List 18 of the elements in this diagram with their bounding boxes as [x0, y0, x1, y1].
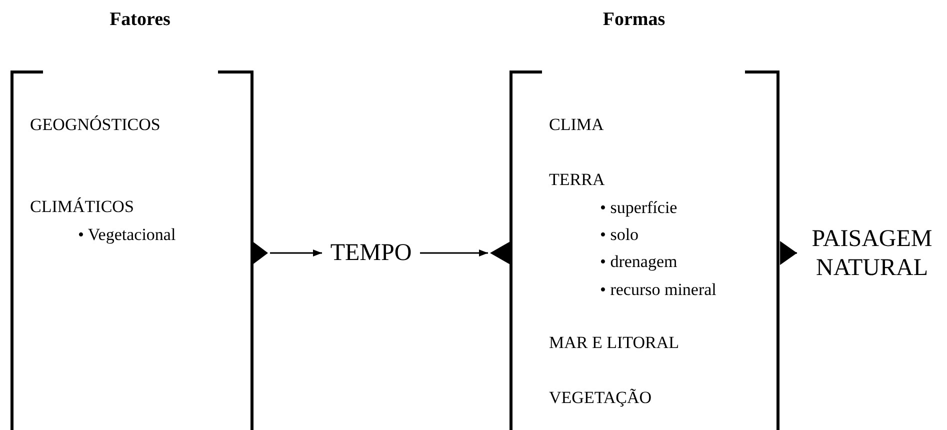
- arrow: [420, 250, 488, 256]
- stage-label: PAISAGEM NATURAL: [797, 224, 947, 284]
- list-item: • recurso mineral: [600, 279, 716, 301]
- list-item: MAR E LITORAL: [549, 332, 680, 354]
- arrow: [270, 250, 322, 256]
- list-item: TERRA: [549, 169, 605, 191]
- list-item: • solo: [600, 224, 639, 246]
- list-item: CLIMA: [549, 114, 604, 136]
- list-item: VEGETAÇÃO: [549, 387, 652, 409]
- list-item: CLIMÁTICOS: [30, 196, 134, 218]
- list-item: • Vegetacional: [78, 224, 176, 246]
- list-item: GEOGNÓSTICOS: [30, 114, 160, 136]
- arrow: [780, 241, 797, 265]
- column-heading: Fatores: [108, 8, 172, 32]
- column-heading: Formas: [602, 8, 666, 32]
- stage-label: TEMPO: [322, 238, 420, 268]
- list-item: • superfície: [600, 197, 678, 219]
- list-item: • drenagem: [600, 251, 678, 273]
